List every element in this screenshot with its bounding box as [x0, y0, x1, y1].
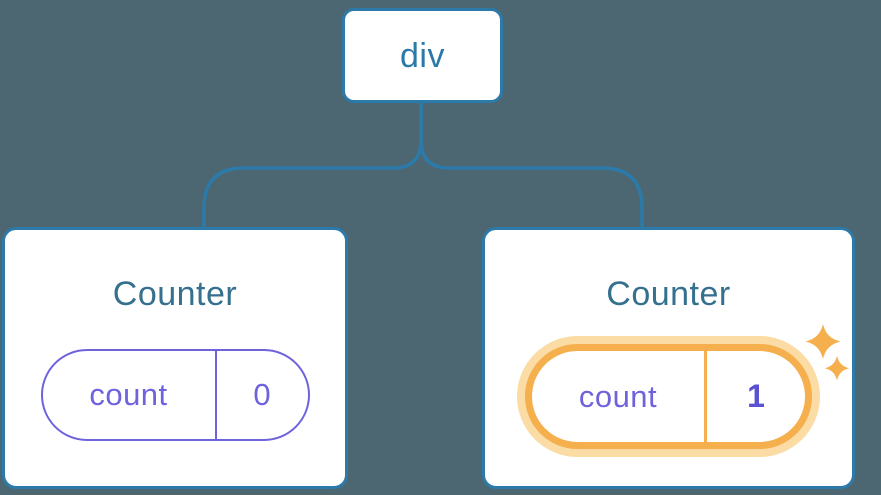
state-key-segment: count [532, 351, 707, 442]
counter-title: Counter [606, 275, 731, 313]
counter-title: Counter [112, 275, 238, 313]
state-value-segment: 0 [217, 351, 308, 439]
connector-branch-left [202, 101, 423, 229]
counter-card-right: Counter count 1 [482, 227, 855, 489]
state-pill: count 0 [40, 349, 310, 441]
state-pill-highlighted: count 1 [525, 344, 812, 449]
counter-card-left: Counter count 0 [2, 227, 348, 489]
state-value-label: 0 [253, 377, 271, 412]
sparkle-large-icon [805, 324, 841, 359]
sparkle-small-icon [824, 356, 850, 381]
state-value-label: 1 [747, 378, 765, 414]
connector-branch-right [419, 101, 644, 229]
state-key-label: count [89, 377, 168, 412]
state-key-segment: count [43, 351, 217, 439]
root-node-div: div [342, 8, 503, 103]
root-node-label: div [400, 36, 445, 75]
state-value-segment: 1 [707, 351, 805, 442]
state-key-label: count [578, 378, 658, 414]
